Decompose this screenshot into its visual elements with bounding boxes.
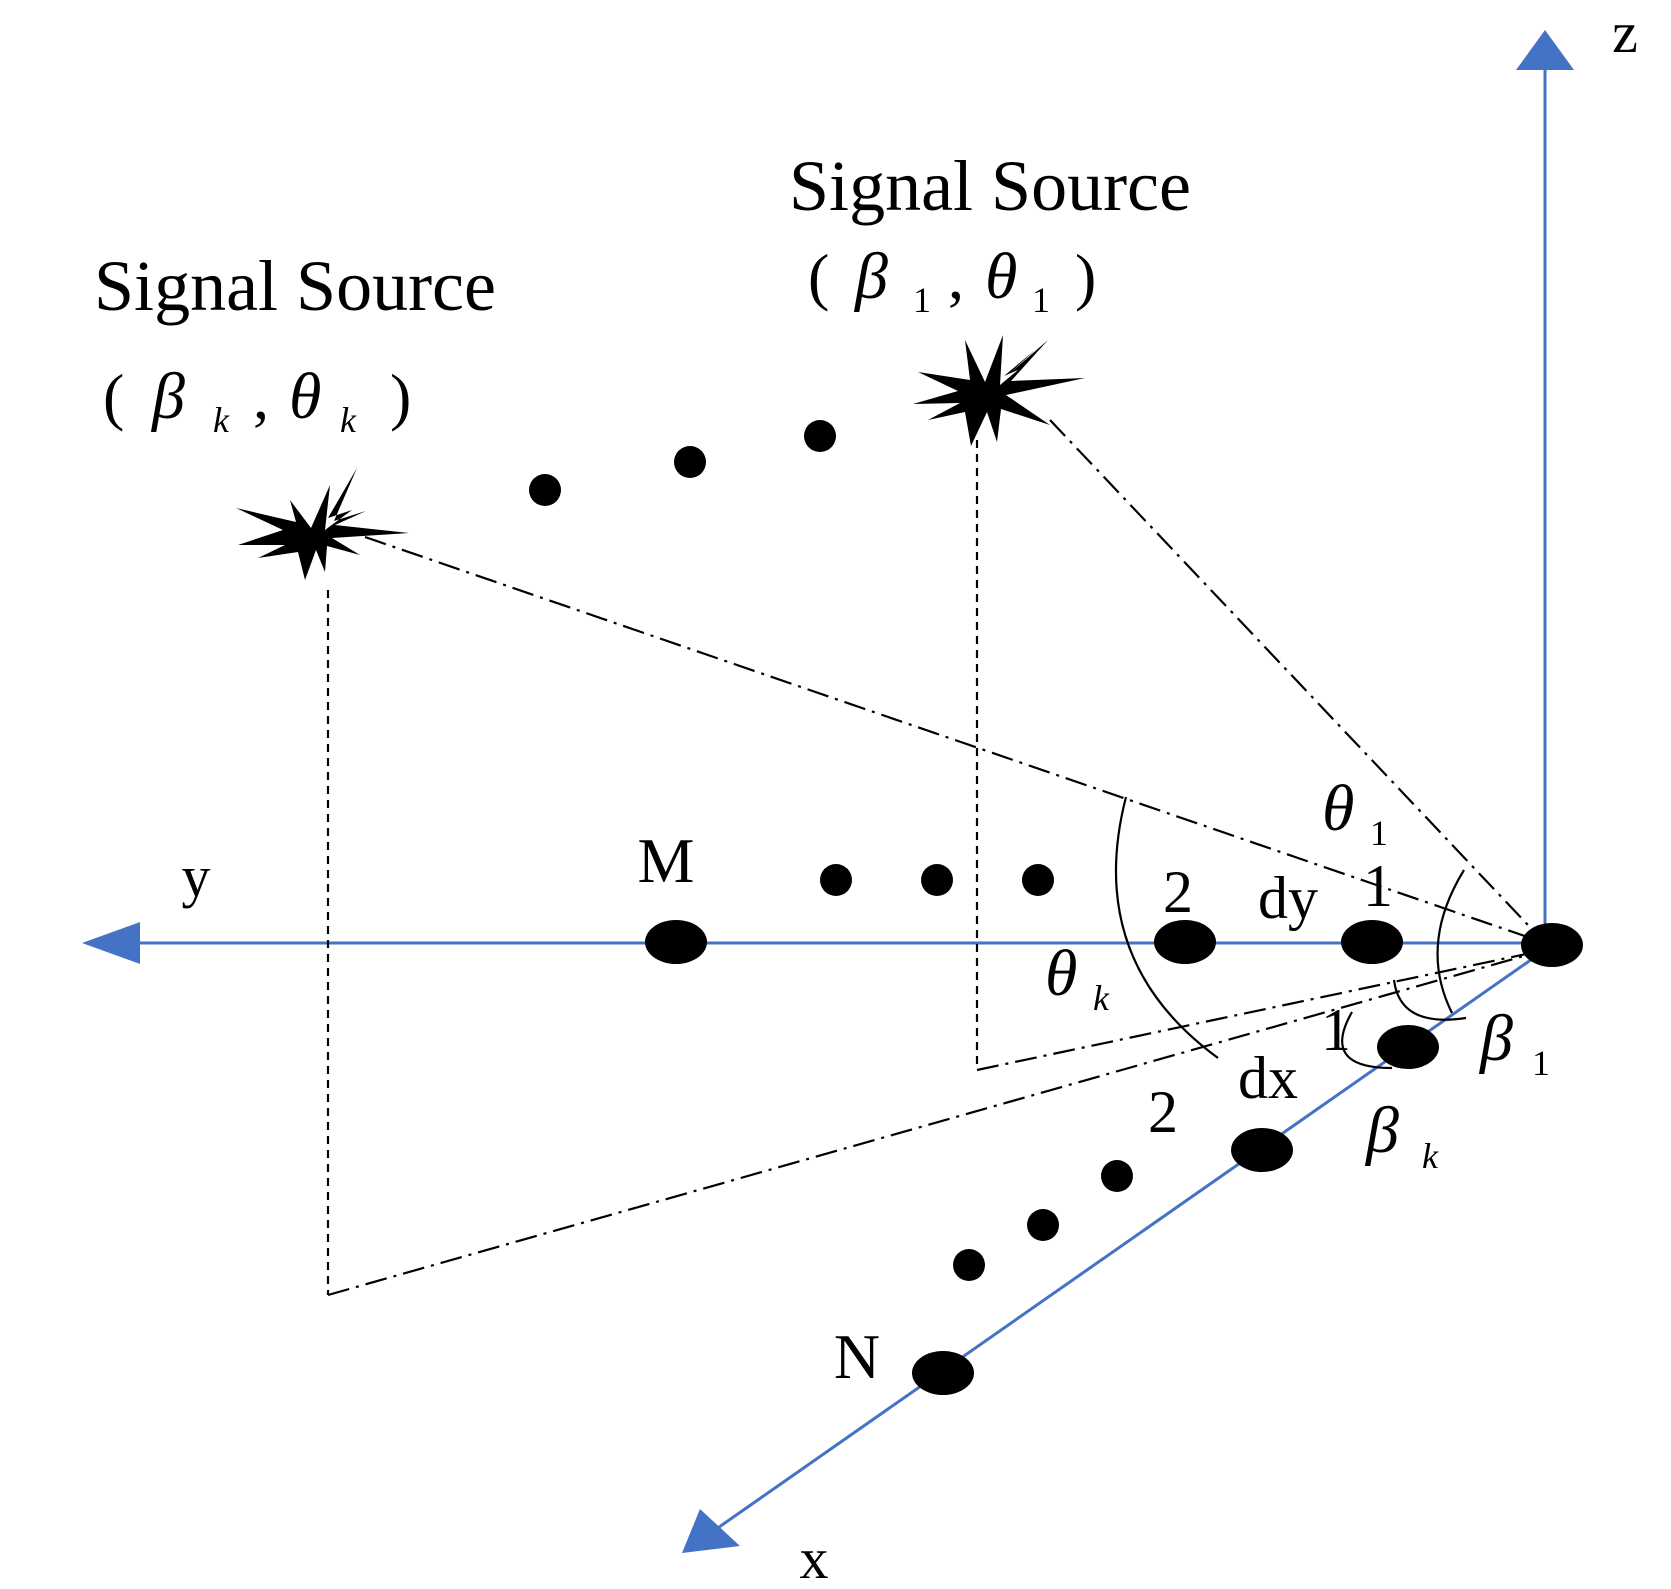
x-array-ellipsis-dot — [1101, 1160, 1133, 1192]
source-k-open-paren: ( — [103, 361, 124, 432]
x-sensor-1 — [1377, 1025, 1439, 1069]
y-array-sensors — [645, 864, 1583, 967]
x-sensor-2 — [1231, 1128, 1293, 1172]
source-k-ray — [364, 535, 1546, 945]
theta-k-sub: k — [1093, 978, 1110, 1018]
beta-k-arc — [1341, 1011, 1393, 1070]
beta-k-symbol: β — [1364, 1094, 1399, 1167]
theta-k-label: θ k — [1045, 937, 1110, 1018]
y-array-ellipsis-dot — [921, 864, 953, 896]
beta-1-label: β 1 — [1478, 1002, 1550, 1083]
y-sensor-2 — [1154, 920, 1216, 964]
x-array-ellipsis-dot — [953, 1249, 985, 1281]
source-1-ray — [1049, 419, 1546, 944]
theta-k-arc — [1114, 796, 1219, 1059]
source-k-close-paren: ) — [390, 361, 411, 432]
x-axis-label: x — [800, 1526, 829, 1589]
z-axis-arrow — [1516, 30, 1574, 70]
origin-sensor — [1521, 923, 1583, 967]
z-axis-label: z — [1612, 0, 1638, 65]
source-1-beta-sub: 1 — [913, 280, 931, 320]
theta-1-symbol: θ — [1322, 772, 1354, 845]
source-k-coordinates: ( β k , θ k ) — [103, 360, 411, 440]
x-sensor-n — [912, 1351, 974, 1395]
y-array-ellipsis-dot — [820, 864, 852, 896]
theta-1-label: θ 1 — [1322, 772, 1388, 853]
x-array-sensors — [912, 1025, 1439, 1395]
source-k-beta-sub: k — [213, 400, 230, 440]
source-1-theta: θ — [985, 240, 1017, 313]
beta-1-arc — [1392, 979, 1467, 1021]
theta-1-arc — [1436, 869, 1465, 1014]
x-sensor-2-label: 2 — [1148, 1079, 1178, 1145]
x-array-ellipsis-dot — [1027, 1209, 1059, 1241]
y-sensor-m-label: M — [638, 825, 695, 896]
y-array-ellipsis-dot — [1022, 864, 1054, 896]
source-k-theta: θ — [289, 360, 321, 433]
theta-1-sub: 1 — [1370, 813, 1388, 853]
x-axis-arrow — [682, 1509, 740, 1553]
source-k-title: Signal Source — [94, 246, 496, 326]
y-spacing-label: dy — [1258, 865, 1318, 931]
x-spacing-label: dx — [1238, 1045, 1298, 1111]
source-1-comma: , — [948, 241, 964, 312]
source-k-theta-sub: k — [340, 400, 357, 440]
beta-k-sub: k — [1422, 1136, 1439, 1176]
angle-arcs — [1114, 796, 1467, 1070]
sources-ellipsis-dot — [529, 474, 561, 506]
beta-1-symbol: β — [1478, 1002, 1513, 1075]
source-k-foot-to-origin — [327, 948, 1546, 1297]
sources-ellipsis — [529, 420, 836, 506]
source-1-open-paren: ( — [808, 241, 829, 312]
beta-1-sub: 1 — [1532, 1043, 1550, 1083]
y-sensor-1-label: 1 — [1363, 853, 1393, 919]
source-1-foot-to-origin — [976, 948, 1546, 1072]
sources-ellipsis-dot — [674, 446, 706, 478]
source-1-coordinates: ( β 1 , θ 1 ) — [808, 240, 1096, 320]
y-axis-label: y — [182, 844, 211, 909]
source-k-comma: , — [253, 361, 269, 432]
source-1-theta-sub: 1 — [1032, 280, 1050, 320]
y-sensor-1 — [1341, 920, 1403, 964]
beta-k-label: β k — [1364, 1094, 1439, 1176]
projection-lines — [326, 419, 1546, 1297]
y-sensor-2-label: 2 — [1163, 859, 1193, 925]
y-sensor-m — [645, 920, 707, 964]
source-1-beta: β — [853, 240, 888, 313]
source-1-close-paren: ) — [1075, 241, 1096, 312]
sources-ellipsis-dot — [804, 420, 836, 452]
signal-source-1-star — [913, 335, 1085, 446]
theta-k-symbol: θ — [1045, 937, 1077, 1010]
y-axis-arrow — [82, 922, 140, 964]
signal-source-k-star — [236, 468, 409, 580]
source-k-beta: β — [150, 360, 185, 433]
source-1-title: Signal Source — [789, 146, 1191, 226]
x-sensor-n-label: N — [834, 1321, 880, 1392]
